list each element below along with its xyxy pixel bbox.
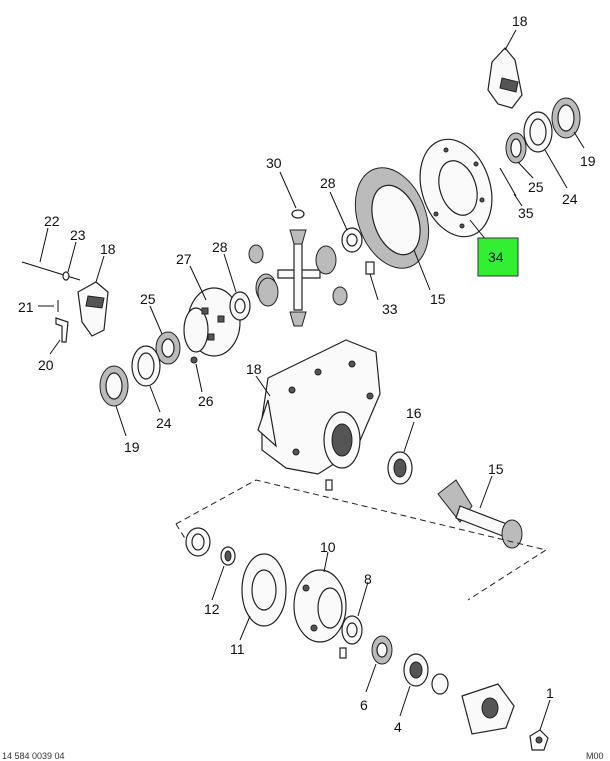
callout-28-mid: 28 (320, 175, 336, 191)
cage-bolt[interactable] (339, 647, 347, 659)
callout-8: 8 (364, 571, 372, 587)
gasket-11[interactable] (241, 553, 287, 627)
callout-25-right: 25 (528, 179, 544, 195)
lock-20[interactable] (55, 317, 69, 343)
highlight-label[interactable]: 34 (488, 249, 504, 265)
adjuster-19-right[interactable] (551, 97, 581, 139)
nut-1[interactable] (529, 729, 549, 751)
callout-18-top: 18 (512, 13, 528, 29)
assembly-outline-left (175, 523, 187, 541)
callout-16: 16 (406, 405, 422, 421)
callout-25-left: 25 (140, 291, 156, 307)
callout-23: 23 (70, 227, 86, 243)
washer-23[interactable] (62, 271, 70, 281)
callout-30: 30 (266, 155, 282, 171)
callout-21: 21 (18, 299, 34, 315)
yoke[interactable] (461, 683, 515, 735)
bolt-22[interactable] (21, 261, 81, 281)
callout-6: 6 (360, 697, 368, 713)
bearing-cone-6[interactable] (371, 635, 393, 665)
callout-20: 20 (38, 357, 54, 373)
callout-1: 1 (546, 685, 554, 701)
housing-bolt[interactable] (325, 479, 333, 491)
callout-18-housing: 18 (246, 361, 262, 377)
bolt-26[interactable] (190, 356, 198, 364)
bearing-16[interactable] (387, 451, 413, 485)
thrust-washer-30[interactable] (291, 209, 305, 219)
callout-15-pinion: 15 (488, 461, 504, 477)
callout-35: 35 (518, 205, 534, 221)
bearing-cap-18-left[interactable] (77, 281, 109, 337)
assembly-outline (175, 479, 548, 601)
highlight-callout-34[interactable]: 34 (477, 237, 519, 277)
thrust-washer-28-mid[interactable] (341, 227, 363, 253)
footer-left-code: 14 584 0039 04 (2, 751, 65, 761)
bolt-33[interactable] (365, 261, 375, 275)
highlight-box[interactable] (477, 237, 519, 277)
pinion-cage-10[interactable] (293, 569, 347, 643)
callout-24-left: 24 (156, 415, 172, 431)
ring-gear-flange-34[interactable] (408, 130, 504, 246)
callout-27: 27 (176, 251, 192, 267)
bolt-35[interactable] (499, 167, 517, 197)
case-half-27[interactable] (183, 287, 241, 357)
callout-19-left: 19 (124, 439, 140, 455)
footer-right-code: M00 (586, 751, 604, 761)
bearing-cap-18-top[interactable] (487, 47, 523, 109)
callout-12: 12 (204, 601, 220, 617)
bearing-cone-25-right[interactable] (505, 132, 527, 164)
callout-19-right: 19 (580, 153, 596, 169)
leader-lines (38, 29, 585, 731)
seal-4[interactable] (403, 653, 429, 687)
callout-15-top: 15 (430, 291, 446, 307)
thrust-washer-28-left[interactable] (229, 291, 251, 321)
callout-18-left: 18 (100, 241, 116, 257)
callout-28-left: 28 (212, 239, 228, 255)
side-gear-left[interactable] (257, 277, 279, 307)
callout-4: 4 (394, 719, 402, 735)
ring-gear-15[interactable] (342, 158, 441, 279)
callout-22: 22 (44, 213, 60, 229)
callout-11: 11 (230, 641, 245, 657)
bearing-cone-25-left[interactable] (155, 331, 181, 365)
adjuster-19-left[interactable] (99, 365, 129, 407)
callout-24-right: 24 (562, 191, 578, 207)
bearing-cup-12[interactable] (220, 546, 236, 566)
callout-33: 33 (382, 301, 398, 317)
carrier-housing-18[interactable] (257, 339, 381, 475)
bearing-cup-24-right[interactable] (523, 111, 553, 153)
callout-26: 26 (198, 393, 214, 409)
deflector[interactable] (431, 673, 449, 695)
bearing-8[interactable] (341, 615, 363, 645)
seal-left[interactable] (185, 527, 211, 557)
differential-spider[interactable] (248, 229, 348, 327)
callout-10: 10 (320, 539, 336, 555)
drive-pinion-15[interactable] (437, 479, 523, 549)
bearing-cup-24-left[interactable] (131, 345, 161, 387)
